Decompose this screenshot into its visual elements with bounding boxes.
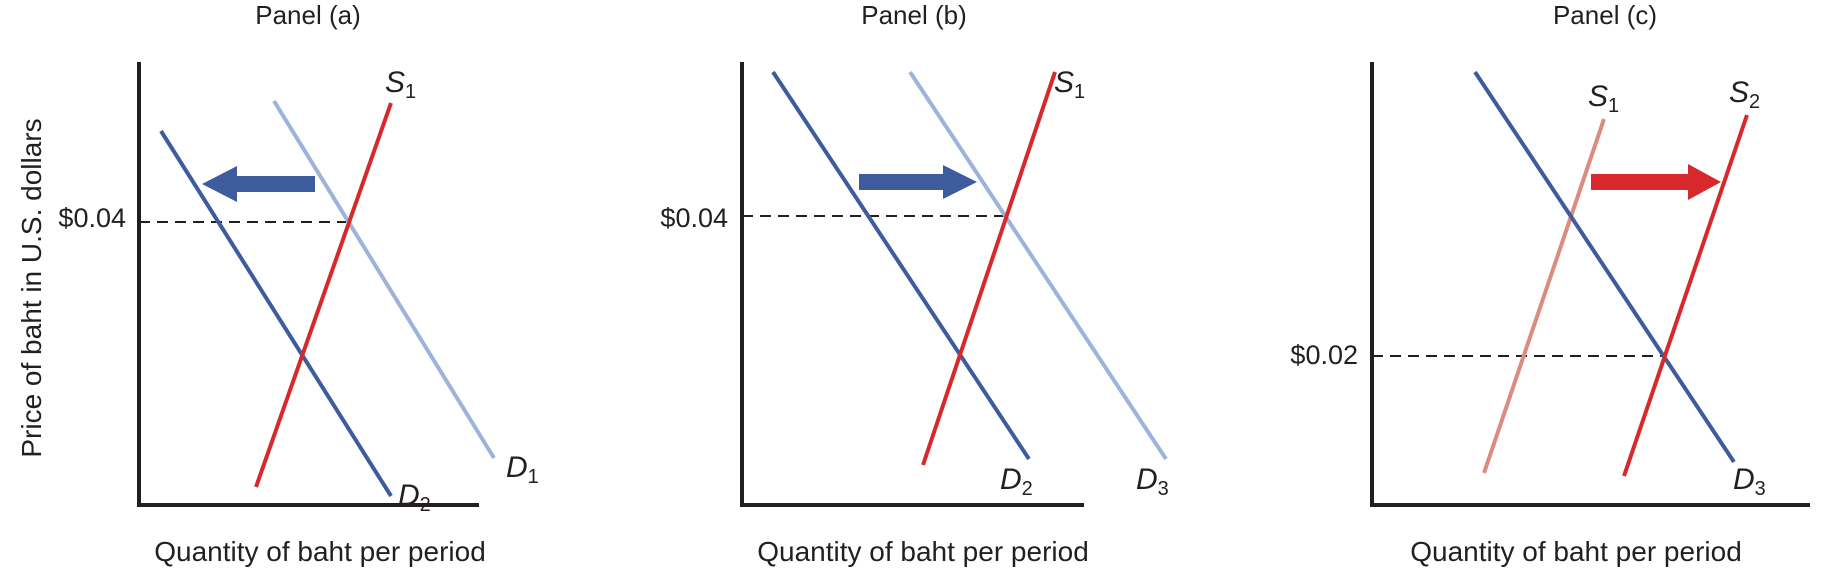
panel-b-d2-label: D2 bbox=[1000, 463, 1033, 500]
panel-a-price-label: $0.04 bbox=[58, 203, 126, 233]
y-axis-label: Price of baht in U.S. dollars bbox=[16, 118, 47, 458]
panel-c-d3-label: D3 bbox=[1733, 463, 1766, 500]
panel-a-demand-d1-line bbox=[272, 99, 496, 460]
panel-c-title: Panel (c) bbox=[1552, 0, 1658, 30]
panel-a-supply-s1-line bbox=[254, 102, 393, 488]
panel-a-shift-left-arrow bbox=[202, 166, 315, 202]
panel-c-supply-s2-line bbox=[1622, 114, 1749, 477]
panel-a-plot bbox=[137, 62, 496, 507]
panel-c-supply-s1-line bbox=[1482, 118, 1606, 474]
panel-a-title: Panel (a) bbox=[255, 0, 361, 30]
panel-b-plot bbox=[740, 62, 1168, 507]
panel-a-x-axis-label: Quantity of baht per period bbox=[154, 536, 486, 567]
panel-c-shift-right-arrow bbox=[1591, 164, 1721, 200]
panel-c-price-label: $0.02 bbox=[1290, 340, 1358, 370]
panel-b-title: Panel (b) bbox=[861, 0, 967, 30]
panel-c-s2-label: S2 bbox=[1729, 76, 1761, 113]
panel-b-d3-label: D3 bbox=[1136, 463, 1169, 500]
panel-b-demand-d2-line bbox=[771, 70, 1031, 461]
panel-c-demand-d3-line bbox=[1473, 70, 1736, 464]
panel-a-s1-label: S1 bbox=[385, 66, 417, 103]
panel-c-plot bbox=[1370, 62, 1810, 507]
panel-b-price-label: $0.04 bbox=[660, 203, 728, 233]
panel-b-shift-right-arrow bbox=[859, 165, 977, 199]
panel-b-supply-s1-line bbox=[921, 71, 1057, 466]
panel-b-x-axis-label: Quantity of baht per period bbox=[757, 536, 1089, 567]
panel-c-x-axis-label: Quantity of baht per period bbox=[1410, 536, 1742, 567]
panel-a-d1-label: D1 bbox=[506, 451, 539, 488]
panel-a-d2-label: D2 bbox=[398, 479, 431, 516]
panel-b-s1-label: S1 bbox=[1054, 66, 1086, 103]
panel-a-demand-d2-line bbox=[159, 129, 393, 498]
panel-b-demand-d3-line bbox=[908, 70, 1168, 461]
panel-c-s1-label: S1 bbox=[1588, 80, 1620, 117]
